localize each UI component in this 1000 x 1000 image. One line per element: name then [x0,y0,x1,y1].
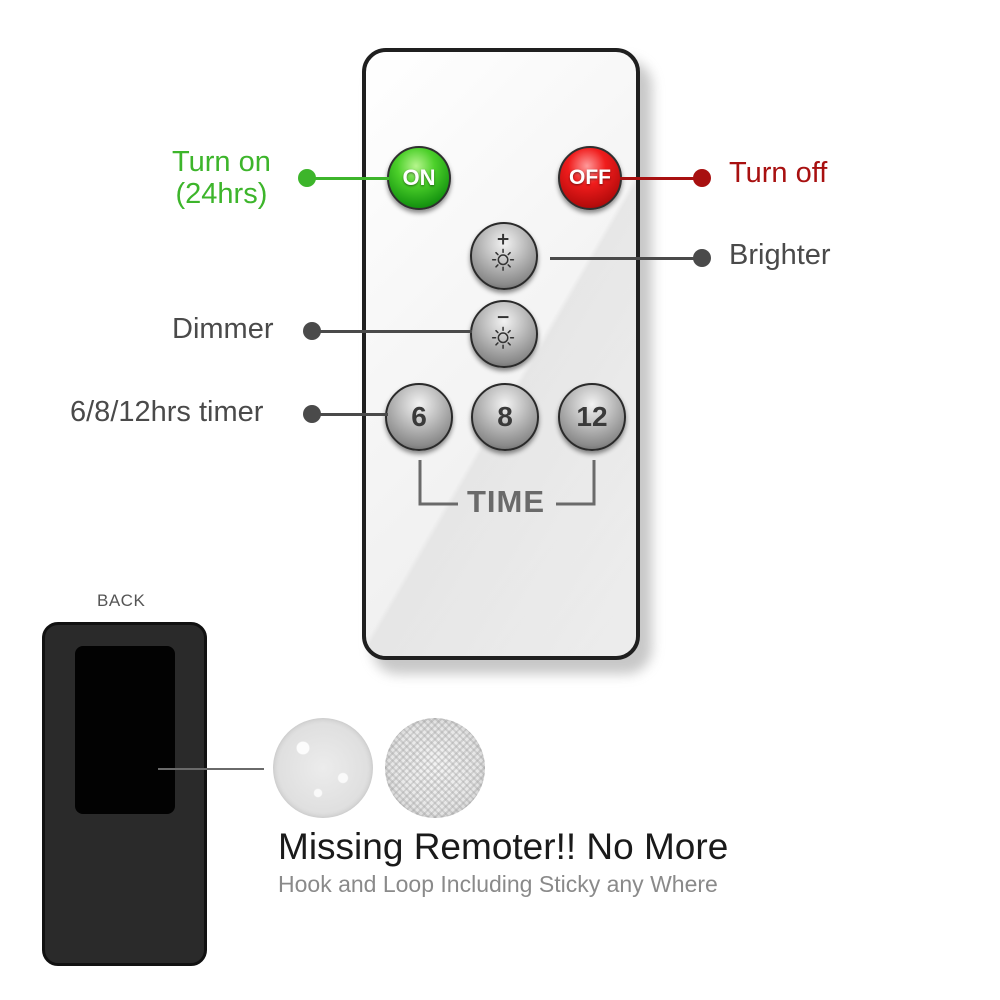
dimmer-label: Dimmer [172,313,274,345]
time-bracket [418,460,596,506]
timer-6-label: 6 [411,401,427,432]
time-label: TIME [466,484,546,519]
brighter-dot [693,249,711,267]
pad-pointer-line [158,768,264,770]
turn-off-dot [693,169,711,187]
timer-6-button[interactable]: 6 [385,383,453,451]
timer-8-button[interactable]: 8 [471,383,539,451]
plus-icon: + [496,229,510,249]
sun-icon: − [491,307,515,349]
hook-loop-pad [75,646,175,814]
dimmer-button[interactable]: − [470,300,538,368]
turn-off-label: Turn off [729,157,828,189]
timer-12-label: 12 [576,401,608,432]
timer-line [312,413,388,416]
minus-icon: − [496,307,510,327]
loop-dot-image [385,718,485,818]
timer-label: 6/8/12hrs timer [70,396,264,428]
brighter-button[interactable]: + [470,222,538,290]
off-button[interactable]: OFF [558,146,622,210]
timer-8-label: 8 [497,401,513,432]
subline: Hook and Loop Including Sticky any Where [278,871,718,897]
sun-icon: + [491,229,515,271]
on-button[interactable]: ON [387,146,451,210]
dimmer-line [312,330,472,333]
turn-on-line1: Turn on [172,146,271,178]
turn-off-line [620,177,702,180]
hook-dot-image [273,718,373,818]
brighter-label: Brighter [729,239,831,271]
turn-on-line [307,177,389,180]
off-button-label: OFF [569,166,611,189]
turn-on-line2: (24hrs) [175,178,268,210]
back-caption: BACK [97,591,146,610]
turn-on-label: Turn on (24hrs) [172,146,271,210]
timer-12-button[interactable]: 12 [558,383,626,451]
headline: Missing Remoter!! No More [278,826,729,867]
brighter-line [550,257,702,260]
on-button-label: ON [402,165,436,190]
